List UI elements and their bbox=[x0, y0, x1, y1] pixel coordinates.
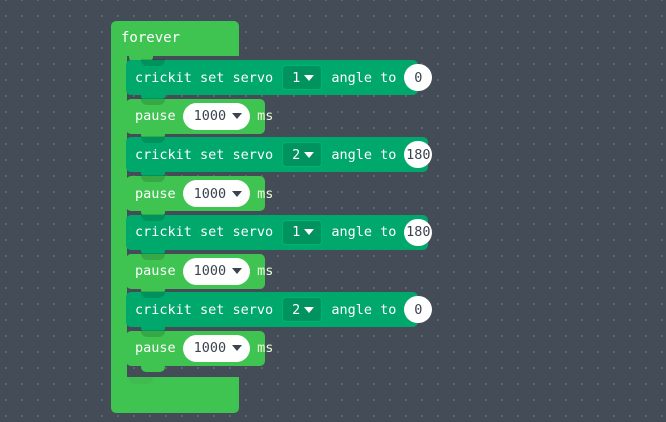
block-bottom-notch bbox=[141, 326, 165, 334]
block-bottom-notch bbox=[141, 287, 165, 295]
crickit-set-servo-block[interactable]: crickit set servo 2 angle to 0 bbox=[126, 291, 433, 334]
block-bottom-notch bbox=[141, 132, 165, 140]
servo-number-dropdown[interactable]: 2 bbox=[282, 142, 323, 168]
servo-number-dropdown[interactable]: 1 bbox=[282, 65, 323, 90]
forever-inner-bottom-notch bbox=[129, 377, 153, 384]
pause-duration-dropdown[interactable]: 1000 bbox=[182, 102, 251, 130]
crickit-servo-label: crickit set servo bbox=[135, 146, 274, 163]
block-bottom-notch bbox=[141, 94, 165, 101]
block-bottom-notch bbox=[141, 248, 165, 256]
pause-label: pause bbox=[135, 108, 176, 125]
forever-block-label: forever bbox=[121, 30, 181, 46]
chevron-down-icon[interactable] bbox=[304, 74, 315, 81]
angle-value: 180 bbox=[406, 146, 431, 163]
chevron-down-icon[interactable] bbox=[232, 268, 243, 274]
crickit-set-servo-block[interactable]: crickit set servo 1 angle to 0 bbox=[126, 59, 433, 101]
angle-to-label: angle to bbox=[331, 224, 397, 241]
pause-duration-dropdown[interactable]: 1000 bbox=[182, 257, 251, 285]
angle-value-field[interactable]: 180 bbox=[404, 141, 433, 169]
pause-duration-dropdown[interactable]: 1000 bbox=[182, 334, 251, 362]
angle-value-field[interactable]: 0 bbox=[404, 64, 433, 91]
block-top-notch bbox=[141, 136, 165, 144]
angle-value: 0 bbox=[414, 69, 423, 86]
block-top-notch bbox=[141, 59, 165, 66]
pause-block[interactable]: pause 1000 ms bbox=[126, 329, 273, 372]
servo-number-value: 2 bbox=[292, 301, 301, 318]
pause-label: pause bbox=[135, 340, 176, 357]
angle-to-label: angle to bbox=[331, 69, 397, 86]
block-top-notch bbox=[141, 291, 165, 299]
servo-number-value: 1 bbox=[292, 69, 301, 86]
forever-block-spine bbox=[111, 55, 127, 392]
crickit-servo-label: crickit set servo bbox=[135, 224, 274, 241]
block-top-notch bbox=[141, 329, 165, 337]
angle-to-label: angle to bbox=[331, 301, 397, 318]
block-top-notch bbox=[141, 97, 165, 105]
pause-block[interactable]: pause 1000 ms bbox=[126, 252, 273, 295]
block-top-notch bbox=[141, 252, 165, 260]
servo-number-value: 2 bbox=[292, 146, 301, 163]
pause-block[interactable]: pause 1000 ms bbox=[126, 97, 273, 140]
pause-label: pause bbox=[135, 185, 176, 202]
pause-duration-dropdown[interactable]: 1000 bbox=[182, 180, 251, 208]
chevron-down-icon[interactable] bbox=[304, 306, 315, 313]
angle-value: 0 bbox=[414, 301, 423, 318]
angle-value-field[interactable]: 180 bbox=[404, 218, 433, 246]
servo-number-value: 1 bbox=[292, 224, 301, 241]
chevron-down-icon[interactable] bbox=[304, 151, 315, 158]
pause-unit-label: ms bbox=[257, 108, 274, 125]
pause-duration-value: 1000 bbox=[193, 340, 227, 357]
block-top-notch bbox=[141, 175, 165, 183]
pause-label: pause bbox=[135, 263, 176, 279]
pause-duration-value: 1000 bbox=[193, 108, 227, 125]
crickit-servo-label: crickit set servo bbox=[135, 69, 274, 86]
forever-top-notch bbox=[129, 55, 153, 62]
pause-unit-label: ms bbox=[257, 185, 274, 202]
chevron-down-icon[interactable] bbox=[304, 229, 315, 236]
crickit-servo-label: crickit set servo bbox=[135, 301, 274, 318]
angle-to-label: angle to bbox=[331, 146, 397, 163]
pause-unit-label: ms bbox=[257, 263, 274, 279]
block-top-notch bbox=[141, 213, 165, 221]
chevron-down-icon[interactable] bbox=[232, 190, 243, 197]
pause-duration-value: 1000 bbox=[193, 263, 227, 279]
pause-block[interactable]: pause 1000 ms bbox=[126, 175, 273, 218]
block-bottom-notch bbox=[141, 171, 165, 179]
forever-loop-block[interactable]: forever bbox=[111, 21, 239, 413]
servo-number-dropdown[interactable]: 2 bbox=[282, 297, 323, 323]
block-bottom-notch bbox=[141, 210, 165, 218]
chevron-down-icon[interactable] bbox=[232, 113, 243, 120]
angle-value: 180 bbox=[406, 224, 431, 241]
angle-value-field[interactable]: 0 bbox=[404, 296, 433, 324]
crickit-set-servo-block[interactable]: crickit set servo 1 angle to 180 bbox=[126, 213, 433, 256]
forever-block-footer[interactable] bbox=[111, 377, 239, 413]
crickit-set-servo-block[interactable]: crickit set servo 2 angle to 180 bbox=[126, 136, 433, 179]
forever-block-header[interactable]: forever bbox=[111, 21, 239, 62]
pause-duration-value: 1000 bbox=[193, 185, 227, 202]
servo-number-dropdown[interactable]: 1 bbox=[282, 219, 323, 245]
block-bottom-notch bbox=[141, 364, 165, 372]
pause-unit-label: ms bbox=[257, 340, 274, 357]
chevron-down-icon[interactable] bbox=[232, 345, 243, 352]
